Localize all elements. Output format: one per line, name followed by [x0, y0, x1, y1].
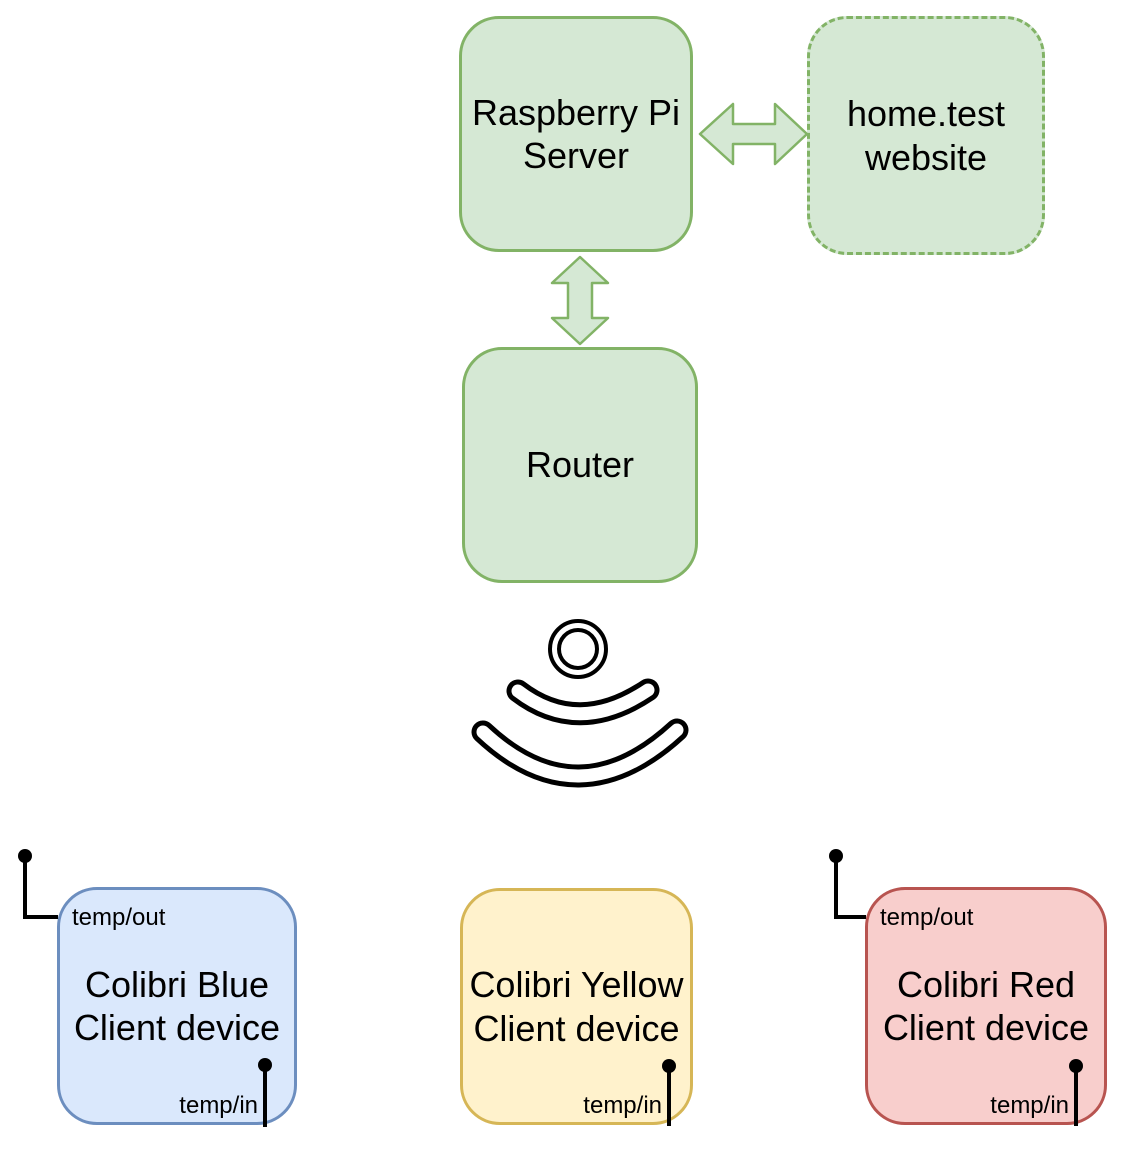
connector-dot	[18, 849, 32, 863]
node-label: Colibri Red Client device	[882, 963, 1090, 1048]
wifi-arc-middle-outline	[506, 678, 660, 726]
node-label: Raspberry Pi Server	[471, 91, 681, 176]
connector-blue-temp-out	[18, 849, 58, 919]
node-colibri-blue-client: temp/out Colibri Blue Client device temp…	[57, 887, 297, 1125]
node-label: Colibri Yellow Client device	[469, 964, 684, 1049]
connector-red-temp-out	[829, 849, 866, 919]
wifi-arc-bottom-inner	[476, 723, 684, 783]
connector-line	[23, 856, 58, 919]
node-label: Router	[525, 444, 635, 486]
node-raspberry-pi-server: Raspberry Pi Server	[459, 16, 693, 252]
label-temp-in: temp/in	[179, 1092, 258, 1119]
node-router: Router	[462, 347, 698, 583]
double-arrow-server-website-icon	[698, 102, 809, 166]
connector-line	[834, 856, 866, 919]
label-temp-in: temp/in	[583, 1092, 662, 1119]
node-colibri-red-client: temp/out Colibri Red Client device temp/…	[865, 887, 1107, 1125]
label-temp-in: temp/in	[990, 1092, 1069, 1119]
wifi-dot-inner	[552, 623, 604, 675]
node-home-test-website: home.test website	[807, 16, 1045, 255]
node-label: home.test website	[846, 93, 1006, 178]
label-temp-out: temp/out	[72, 904, 166, 931]
wifi-arc-middle-inner	[511, 683, 655, 721]
node-label: Colibri Blue Client device	[73, 963, 281, 1048]
wifi-signal-icon	[471, 619, 689, 788]
node-colibri-yellow-client: Colibri Yellow Client device temp/in	[460, 888, 693, 1125]
wifi-dot-outline	[548, 619, 608, 679]
label-temp-out: temp/out	[880, 904, 974, 931]
connector-dot	[829, 849, 843, 863]
wifi-arc-bottom-outline	[471, 718, 689, 788]
double-arrow-server-router-icon	[550, 255, 610, 346]
